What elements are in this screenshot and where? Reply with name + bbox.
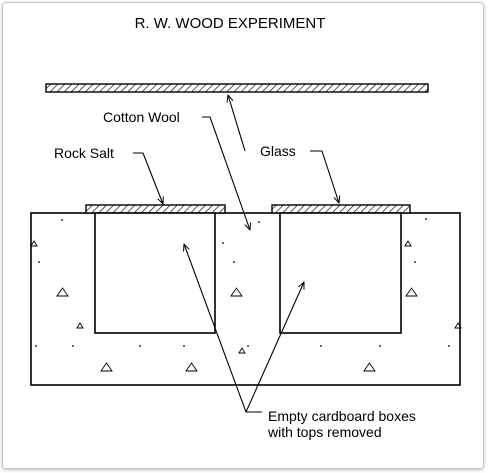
cotton-wool-arrow — [202, 116, 250, 230]
wool-texture-dots — [35, 218, 450, 347]
glass-cover-arrow — [310, 150, 339, 203]
leader-lines — [133, 95, 339, 413]
box-right-arrow — [245, 282, 305, 413]
wool-texture-triangles — [30, 240, 462, 372]
boxes-label-line1: Empty cardboard boxes — [268, 408, 416, 424]
cardboard-box-left — [94, 212, 216, 334]
diagram-title: R. W. WOOD EXPERIMENT — [135, 15, 326, 32]
glass-plate-top — [45, 83, 429, 93]
glass-cover — [271, 204, 411, 214]
cardboard-box-right — [279, 212, 402, 334]
cotton-wool-label: Cotton Wool — [103, 109, 180, 125]
glass-label: Glass — [260, 143, 296, 159]
rock-salt-label: Rock Salt — [54, 145, 114, 161]
glass-top-arrow — [228, 95, 246, 152]
rock-salt-arrow — [133, 152, 163, 204]
boxes-label-line2: with tops removed — [267, 424, 382, 440]
rock-salt-cover — [85, 204, 226, 214]
